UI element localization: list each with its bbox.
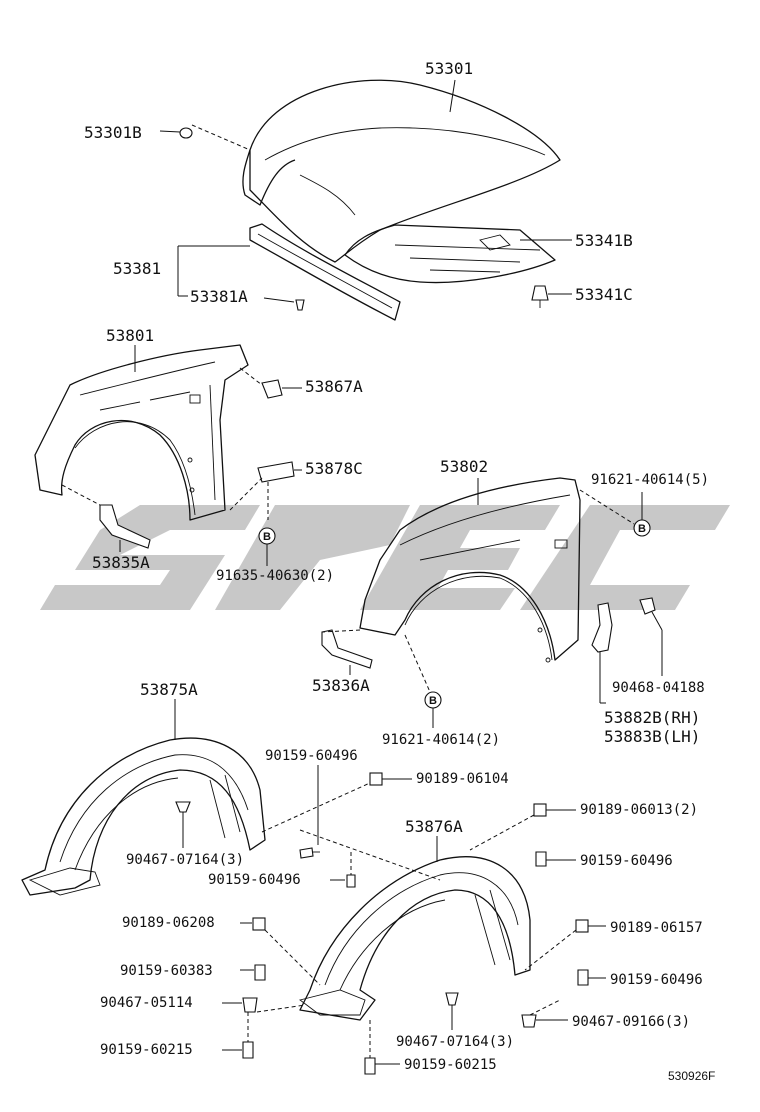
nut-90189-06104: 90189-06104 <box>369 771 509 787</box>
nut-90189-06013: 90189-06013(2) <box>469 802 698 851</box>
label-53882B: 53882B(RH) <box>604 708 700 727</box>
label-90159-60496-d: 90159-60496 <box>610 972 703 988</box>
nut-90189-06208: 90189-06208 <box>122 915 321 986</box>
nut-90189-06157: 90189-06157 <box>524 919 703 971</box>
label-90159-60496-c: 90159-60496 <box>580 853 673 869</box>
label-91635-40630: 91635-40630(2) <box>216 568 334 584</box>
label-90467-07164-b: 90467-07164(3) <box>396 1034 514 1050</box>
insulator-53341B: 53341B <box>520 231 633 250</box>
label-90159-60215-a: 90159-60215 <box>100 1042 193 1058</box>
clip-90467-09166: 90467-09166(3) <box>521 999 690 1030</box>
label-90189-06013: 90189-06013(2) <box>580 802 698 818</box>
label-90159-60215-b: 90159-60215 <box>404 1057 497 1073</box>
label-53876A: 53876A <box>405 817 463 836</box>
label-90468-04188: 90468-04188 <box>612 680 705 696</box>
label-53301B: 53301B <box>84 123 142 142</box>
label-53835A: 53835A <box>92 553 150 572</box>
label-90467-05114: 90467-05114 <box>100 995 193 1011</box>
label-53341B: 53341B <box>575 231 633 250</box>
hood-53301-leader: 53301 <box>425 59 473 113</box>
label-53875A: 53875A <box>140 680 198 699</box>
bolt-90159-60215-a: 90159-60215 <box>100 1012 254 1059</box>
label-90189-06157: 90189-06157 <box>610 920 703 936</box>
label-91621-40614-2: 91621-40614(2) <box>382 732 500 748</box>
fender-53801: 53801 <box>34 326 249 521</box>
marker-b-right-top: B 91621-40614(5) <box>579 472 709 537</box>
label-90159-60496-a: 90159-60496 <box>265 748 358 764</box>
svg-text:B: B <box>263 531 271 543</box>
clip-90467-05114: 90467-05114 <box>100 995 306 1013</box>
label-53878C: 53878C <box>305 459 363 478</box>
hood-53301 <box>242 79 561 284</box>
seal-53882B: 90468-04188 53882B(RH) 53883B(LH) <box>591 597 705 746</box>
bolt-90159-60215-b: 90159-60215 <box>364 1020 497 1075</box>
clip-90467-07164-b: 90467-07164(3) <box>396 992 514 1050</box>
bolt-90159-60496-d: 90159-60496 <box>577 969 703 988</box>
label-90189-06208: 90189-06208 <box>122 915 215 931</box>
bracket-53836A: 53836A <box>312 629 373 695</box>
marker-b-right-bottom: B 91621-40614(2) <box>382 634 500 748</box>
clip-90467-07164-a: 90467-07164(3) <box>126 801 244 868</box>
label-53867A: 53867A <box>305 377 363 396</box>
bracket-53867A: 53867A <box>239 367 363 399</box>
label-53381A: 53381A <box>190 287 248 306</box>
bolt-90159-60496-b: 90159-60496 <box>208 852 356 888</box>
marker-b-left: B 91635-40630(2) <box>216 527 334 584</box>
label-53381: 53381 <box>113 259 161 278</box>
label-53836A: 53836A <box>312 676 370 695</box>
label-53341C: 53341C <box>575 285 633 304</box>
cushion-53301B: 53301B <box>84 123 251 151</box>
bolt-90159-60496-a: 90159-60496 <box>261 748 373 859</box>
label-53802: 53802 <box>440 457 488 476</box>
diagram-ref: 530926F <box>668 1069 715 1083</box>
liner-53875A: 53875A <box>21 680 266 896</box>
label-90159-60496-b: 90159-60496 <box>208 872 301 888</box>
hood-seal-53381: 53381 53381A <box>113 223 401 321</box>
label-53883B: 53883B(LH) <box>604 727 700 746</box>
bolt-90159-60383: 90159-60383 <box>120 963 266 981</box>
clip-53341C: 53341C <box>531 285 633 308</box>
label-53801: 53801 <box>106 326 154 345</box>
label-90467-09166: 90467-09166(3) <box>572 1014 690 1030</box>
label-53301: 53301 <box>425 59 473 78</box>
bracket-53835A: 53835A <box>61 484 151 572</box>
svg-text:B: B <box>429 695 437 707</box>
label-90467-07164-a: 90467-07164(3) <box>126 852 244 868</box>
fender-53802: 53802 <box>359 457 581 663</box>
svg-text:B: B <box>638 523 646 535</box>
bracket-53878C: 53878C <box>229 459 363 520</box>
label-91621-40614-5: 91621-40614(5) <box>591 472 709 488</box>
bolt-90159-60496-c: 90159-60496 <box>535 851 673 869</box>
liner-53876A: 53876A <box>298 817 531 1021</box>
label-90189-06104: 90189-06104 <box>416 771 509 787</box>
label-90159-60383: 90159-60383 <box>120 963 213 979</box>
